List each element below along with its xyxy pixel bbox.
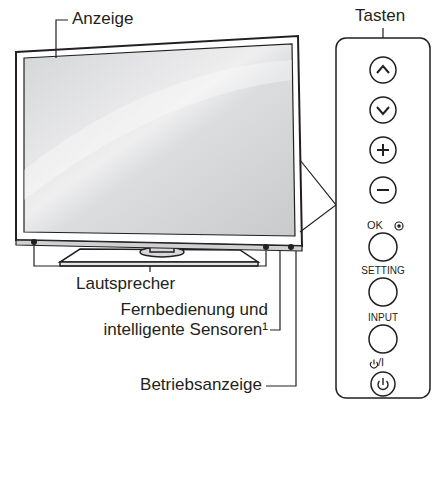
speaker-dot [263, 244, 269, 250]
speaker-dot [31, 239, 37, 245]
screen [24, 44, 295, 236]
button-label: INPUT [368, 312, 398, 324]
sensor-dot [288, 244, 294, 250]
part-label: Betriebsanzeige [140, 375, 262, 395]
button-label: SETTING [361, 265, 404, 277]
part-label: Lautsprecher [76, 274, 175, 294]
button-label: OK [367, 219, 383, 232]
part-label: Anzeige [72, 9, 133, 29]
leader-lines [34, 20, 383, 386]
button-label: /I [378, 356, 384, 369]
part-label: Fernbedienung und intelligente Sensoren¹ [78, 300, 268, 341]
button-panel [336, 38, 430, 398]
part-label: Tasten [355, 6, 405, 26]
tv-frame [16, 36, 302, 251]
